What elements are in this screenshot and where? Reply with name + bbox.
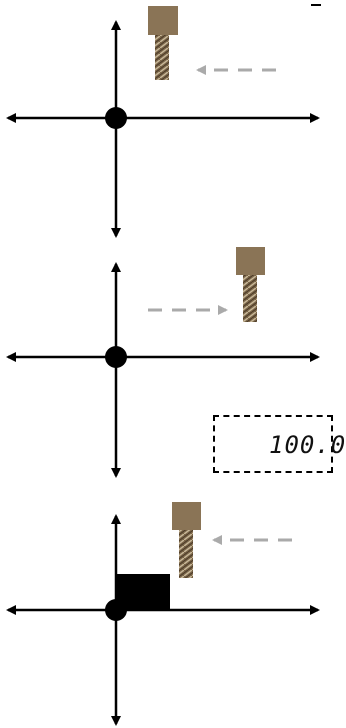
- top-right-corner-mark: [311, 0, 321, 6]
- panel-3: [6, 502, 320, 726]
- end-mill-icon: [236, 247, 265, 322]
- diagram-canvas: [6, 6, 320, 726]
- origin-dot-icon: [105, 599, 127, 621]
- position-readout-display: 100.0: [213, 415, 345, 473]
- panel-1: [6, 6, 320, 238]
- end-mill-icon: [172, 502, 201, 578]
- origin-dot-icon: [105, 107, 127, 129]
- position-readout-value: 100.0: [269, 431, 346, 459]
- origin-dot-icon: [105, 346, 127, 368]
- panel-2: [6, 247, 320, 478]
- end-mill-icon: [148, 6, 178, 80]
